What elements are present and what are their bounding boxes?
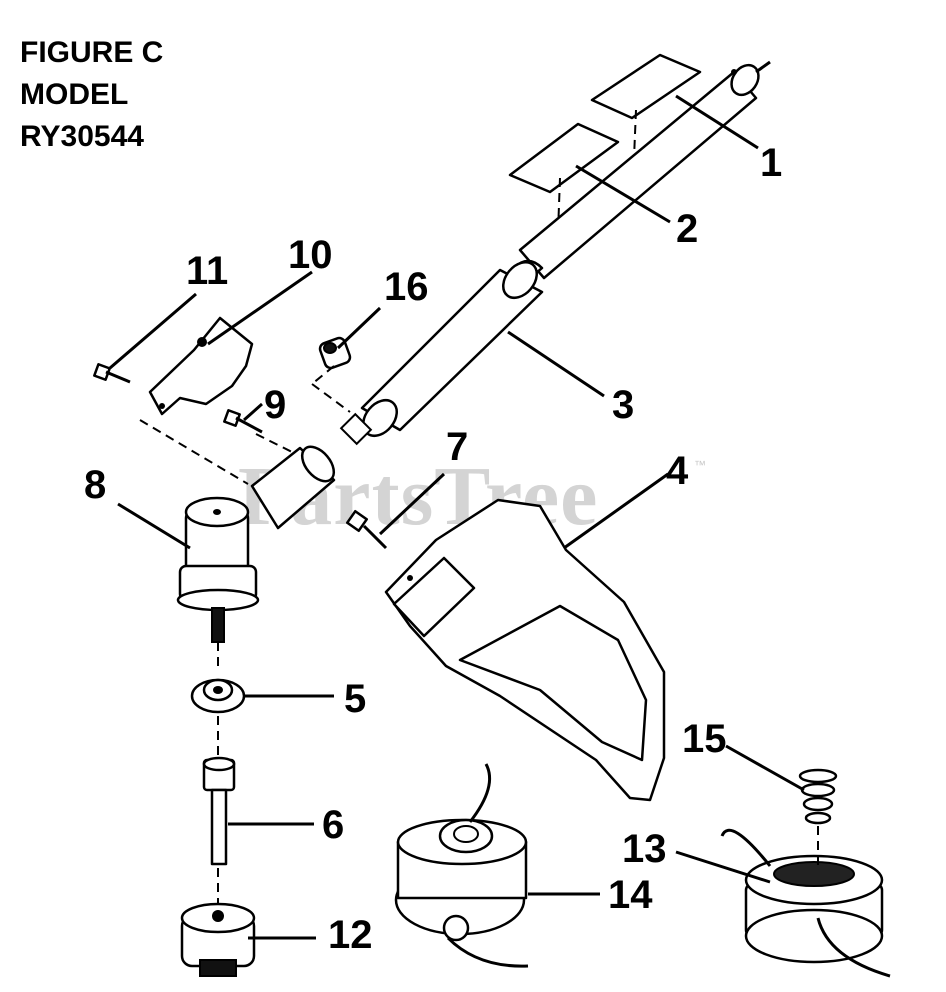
- callout-15: 15: [682, 717, 727, 761]
- callout-10: 10: [288, 233, 333, 277]
- watermark-trademark: ™: [694, 458, 706, 472]
- leader-13: [675, 850, 771, 884]
- part-14-spool-housing[interactable]: [394, 763, 529, 968]
- part-8-gearbox-head[interactable]: [176, 441, 340, 643]
- leader-15: [725, 744, 805, 792]
- part-15-spring[interactable]: [798, 768, 838, 825]
- part-6-bolt[interactable]: [202, 756, 236, 866]
- figure-title-line-1: FIGURE C: [20, 36, 164, 69]
- part-4-guard[interactable]: [384, 498, 666, 802]
- leader-11: [109, 292, 197, 370]
- callout-3: 3: [612, 383, 634, 427]
- leader-4: [563, 472, 669, 550]
- callout-4: 4: [666, 449, 689, 493]
- leader-9: [243, 402, 263, 422]
- callout-14: 14: [608, 873, 653, 917]
- leader-7: [378, 472, 446, 536]
- callout-11: 11: [186, 249, 228, 293]
- callout-16: 16: [384, 265, 429, 309]
- callout-6: 6: [322, 803, 344, 847]
- callout-5: 5: [344, 677, 366, 721]
- callout-7: 7: [446, 425, 468, 469]
- part-13-spool[interactable]: [720, 828, 891, 978]
- callout-1: 1: [760, 141, 782, 185]
- leader-8: [117, 502, 191, 550]
- callout-2: 2: [676, 207, 698, 251]
- callout-13: 13: [622, 827, 667, 871]
- part-5-washer[interactable]: [190, 678, 246, 714]
- callout-12: 12: [328, 913, 373, 957]
- leader-16: [336, 306, 382, 350]
- leader-2: [575, 164, 671, 224]
- callout-8: 8: [84, 463, 106, 507]
- leader-3: [507, 330, 605, 398]
- part-12-knob[interactable]: [180, 902, 256, 977]
- part-10-bracket[interactable]: [148, 316, 254, 416]
- part-3-lower-shaft[interactable]: [339, 256, 544, 446]
- callout-9: 9: [264, 383, 286, 427]
- part-1-label-decal[interactable]: [590, 53, 702, 120]
- leader-10: [207, 270, 313, 346]
- part-9-screw[interactable]: [223, 409, 263, 434]
- figure-title-line-3: RY30544: [20, 120, 144, 153]
- part-2-label-decal[interactable]: [508, 122, 620, 194]
- part-7-screw[interactable]: [346, 510, 388, 550]
- part-11-screw[interactable]: [93, 363, 131, 384]
- leader-1: [675, 94, 759, 150]
- figure-title-line-2: MODEL: [20, 78, 129, 111]
